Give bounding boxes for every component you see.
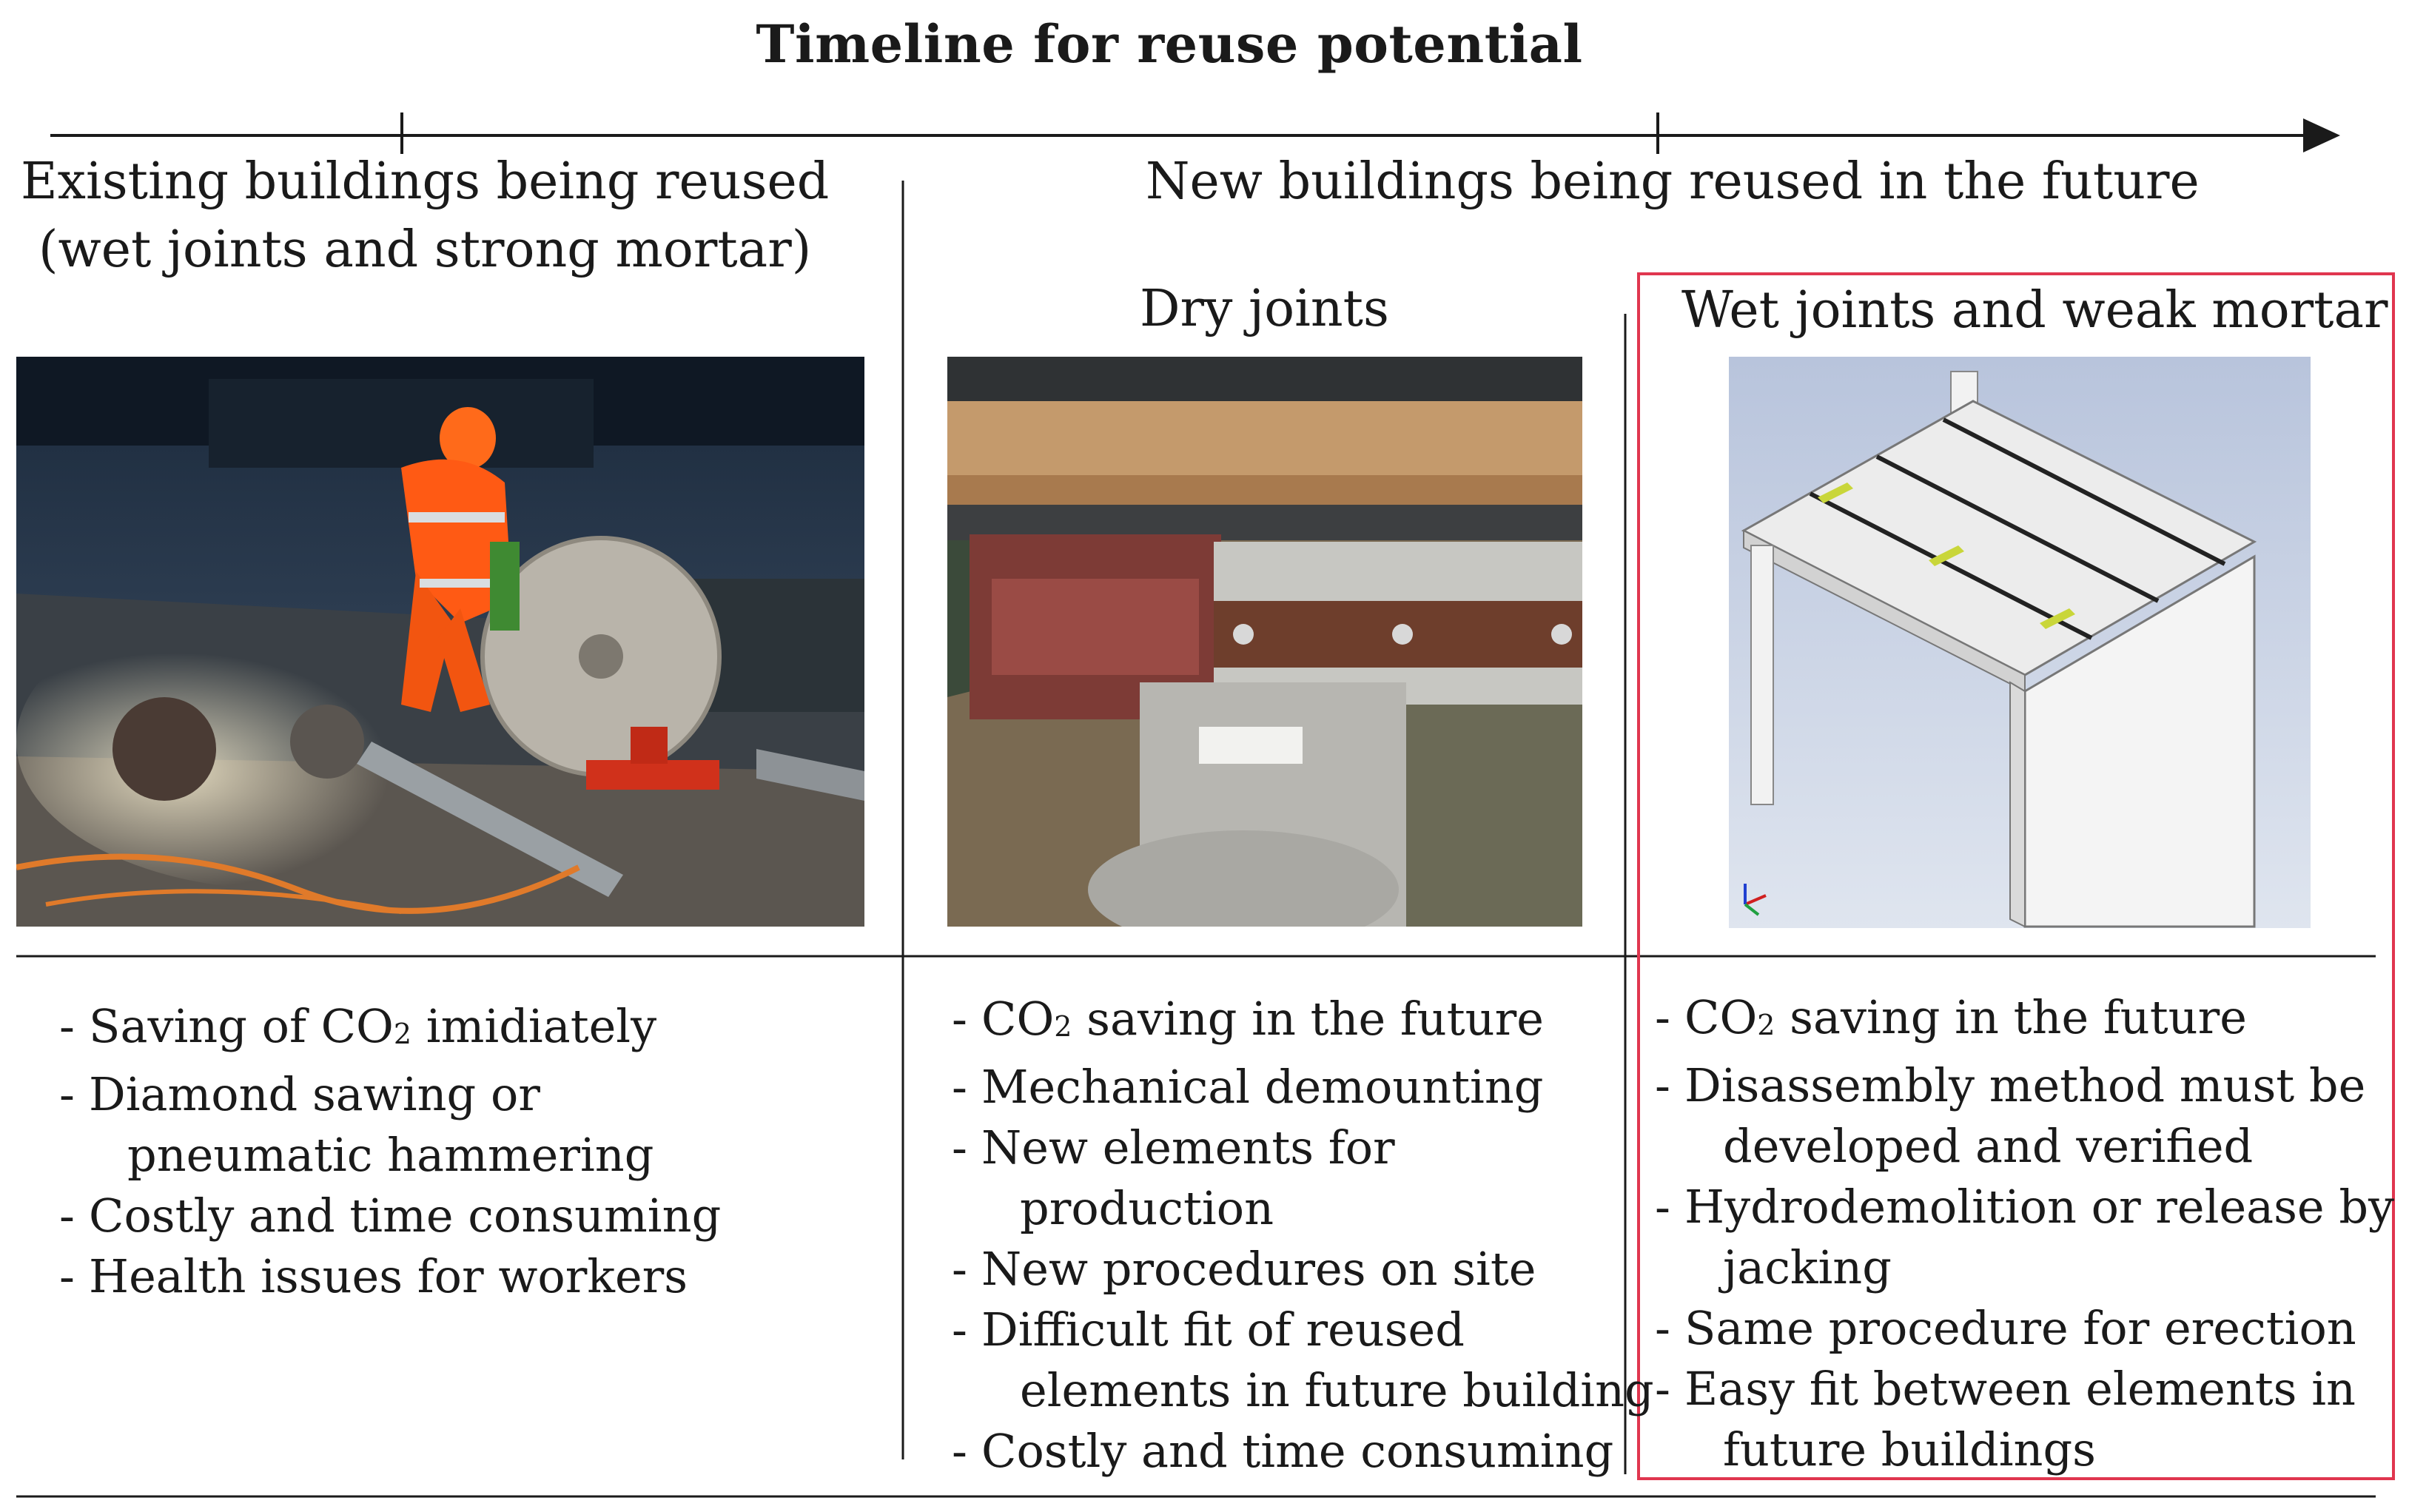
list-item: New elements for [952, 1118, 1654, 1178]
bullets-dry-joints: CO2 saving in the future Mechanical demo… [952, 989, 1654, 1482]
list-item: Costly and time consuming [59, 1186, 721, 1246]
list-item: developed and verified [1723, 1119, 2254, 1173]
heading-line-1: Existing buildings being reused [21, 152, 830, 211]
render-wet-joints-model [1729, 357, 2311, 928]
diagram-title: Timeline for reuse potential [756, 13, 1583, 75]
heading-line-2: (wet joints and strong mortar) [38, 221, 812, 279]
list-item: Diamond sawing or [59, 1064, 721, 1125]
list-item: pneumatic hammering [127, 1128, 654, 1182]
list-item: Saving of CO2 imidiately [59, 996, 721, 1064]
list-item: Easy fit between elements in [1655, 1359, 2394, 1419]
list-item: Disassembly method must be [1655, 1055, 2394, 1116]
list-item: CO2 saving in the future [952, 989, 1654, 1057]
list-item: future buildings [1723, 1422, 2096, 1476]
heading-dry-joints: Dry joints [1140, 280, 1389, 338]
heading-new-buildings: New buildings being reused in the future [1146, 152, 2200, 211]
list-item: Hydrodemolition or release by [1655, 1177, 2394, 1237]
list-item: New procedures on site [952, 1239, 1654, 1300]
list-item: Mechanical demounting [952, 1057, 1654, 1118]
list-item: CO2 saving in the future [1655, 987, 2394, 1055]
list-item: Difficult fit of reused [952, 1300, 1654, 1360]
heading-existing-buildings: Existing buildings being reused (wet joi… [21, 148, 829, 284]
list-item: Health issues for workers [59, 1246, 721, 1307]
heading-wet-joints-weak-mortar: Wet joints and weak mortar [1681, 281, 2388, 340]
list-item: Same procedure for erection [1655, 1298, 2394, 1359]
list-item: production [1020, 1181, 1274, 1235]
highlight-frame [1637, 272, 2395, 1480]
bullets-wet-joints-weak-mortar: CO2 saving in the future Disassembly met… [1655, 987, 2394, 1480]
xyz-axis-icon [1744, 884, 1767, 916]
photo-diamond-sawing [16, 357, 864, 927]
list-item: Costly and time consuming [952, 1421, 1654, 1482]
list-item: jacking [1723, 1240, 1892, 1294]
list-item: elements in future building [1020, 1363, 1654, 1417]
photo-dry-joints [947, 357, 1582, 927]
bullets-existing-buildings: Saving of CO2 imidiately Diamond sawing … [59, 996, 721, 1307]
arrow-right-icon [2303, 118, 2340, 152]
